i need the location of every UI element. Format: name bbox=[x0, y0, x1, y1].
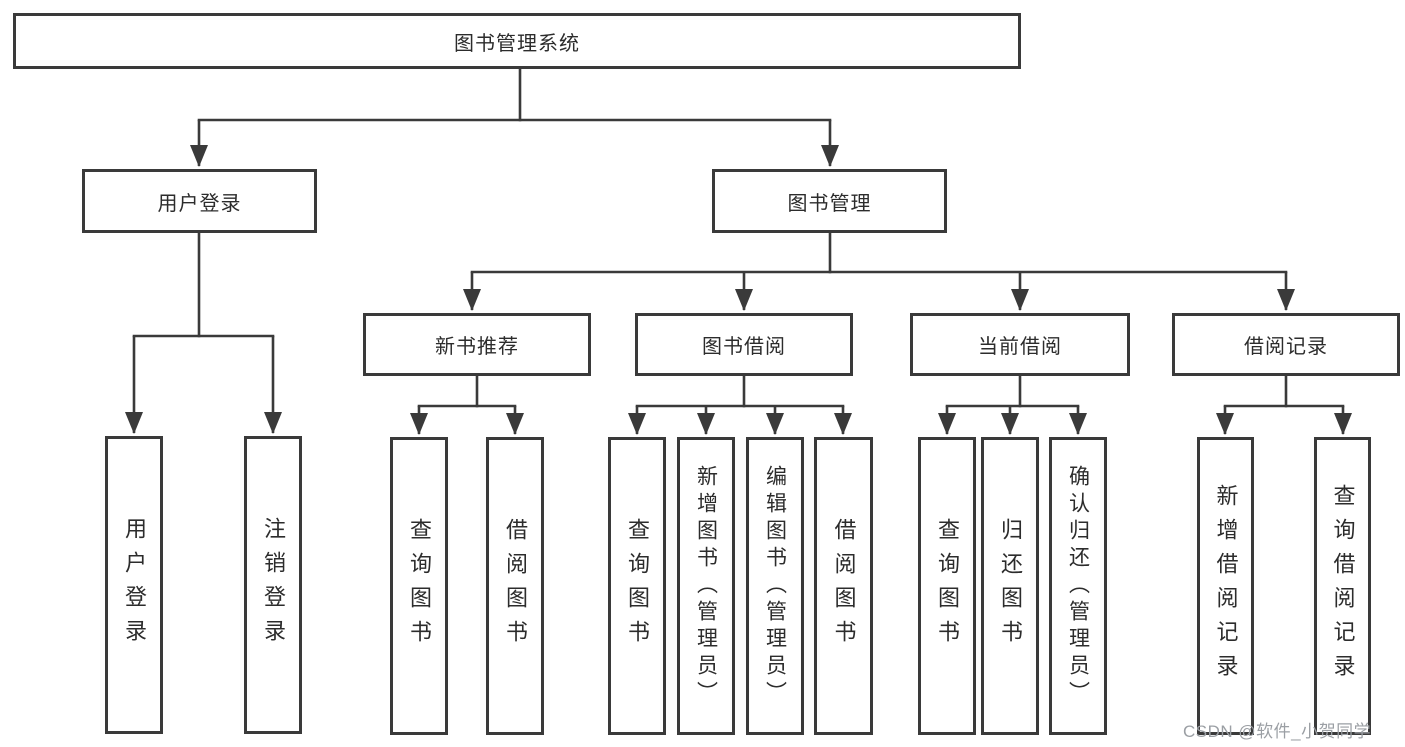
leaf-query-books-2-label: 查询图书 bbox=[625, 518, 650, 654]
node-book-management: 图书管理 bbox=[712, 169, 947, 233]
leaf-return-books-label: 归还图书 bbox=[998, 518, 1023, 654]
leaf-add-books-admin-label: 新增图书（管理员） bbox=[694, 464, 718, 708]
leaf-borrow-books-1-label: 借阅图书 bbox=[503, 518, 528, 654]
node-book-management-label: 图书管理 bbox=[787, 192, 872, 215]
node-root-label: 图书管理系统 bbox=[454, 32, 580, 55]
leaf-query-borrow-record-label: 查询借阅记录 bbox=[1330, 484, 1356, 688]
node-user-login: 用户登录 bbox=[82, 169, 317, 233]
leaf-add-borrow-record-label: 新增借阅记录 bbox=[1213, 484, 1239, 688]
leaf-logout-label: 注销登录 bbox=[261, 517, 286, 653]
leaf-borrow-books-1: 借阅图书 bbox=[486, 437, 544, 735]
node-root: 图书管理系统 bbox=[13, 13, 1021, 69]
leaf-query-books-3: 查询图书 bbox=[918, 437, 976, 735]
csdn-watermark: CSDN @软件_小贺同学 bbox=[1183, 722, 1372, 741]
node-new-book-recommend-label: 新书推荐 bbox=[435, 336, 519, 358]
leaf-edit-books-admin-label: 编辑图书（管理员） bbox=[763, 464, 787, 708]
node-book-borrow: 图书借阅 bbox=[635, 313, 853, 376]
node-user-login-label: 用户登录 bbox=[157, 192, 242, 215]
leaf-edit-books-admin: 编辑图书（管理员） bbox=[746, 437, 804, 735]
leaf-query-books-1: 查询图书 bbox=[390, 437, 448, 735]
leaf-add-borrow-record: 新增借阅记录 bbox=[1197, 437, 1254, 735]
node-current-borrow-label: 当前借阅 bbox=[978, 336, 1062, 358]
leaf-query-books-3-label: 查询图书 bbox=[935, 518, 960, 654]
leaf-query-books-2: 查询图书 bbox=[608, 437, 666, 735]
leaf-borrow-books-2-label: 借阅图书 bbox=[831, 518, 857, 654]
leaf-query-borrow-record: 查询借阅记录 bbox=[1314, 437, 1371, 735]
leaf-user-login-label: 用户登录 bbox=[122, 517, 147, 653]
node-borrow-records: 借阅记录 bbox=[1172, 313, 1400, 376]
node-current-borrow: 当前借阅 bbox=[910, 313, 1130, 376]
leaf-user-login: 用户登录 bbox=[105, 436, 163, 734]
leaf-return-books: 归还图书 bbox=[981, 437, 1039, 735]
leaf-confirm-return-admin-label: 确认归还（管理员） bbox=[1066, 464, 1090, 708]
leaf-add-books-admin: 新增图书（管理员） bbox=[677, 437, 735, 735]
node-borrow-records-label: 借阅记录 bbox=[1244, 336, 1328, 358]
leaf-logout: 注销登录 bbox=[244, 436, 302, 734]
leaf-confirm-return-admin: 确认归还（管理员） bbox=[1049, 437, 1107, 735]
leaf-query-books-1-label: 查询图书 bbox=[407, 518, 432, 654]
node-book-borrow-label: 图书借阅 bbox=[702, 336, 786, 358]
node-new-book-recommend: 新书推荐 bbox=[363, 313, 591, 376]
leaf-borrow-books-2: 借阅图书 bbox=[814, 437, 873, 735]
